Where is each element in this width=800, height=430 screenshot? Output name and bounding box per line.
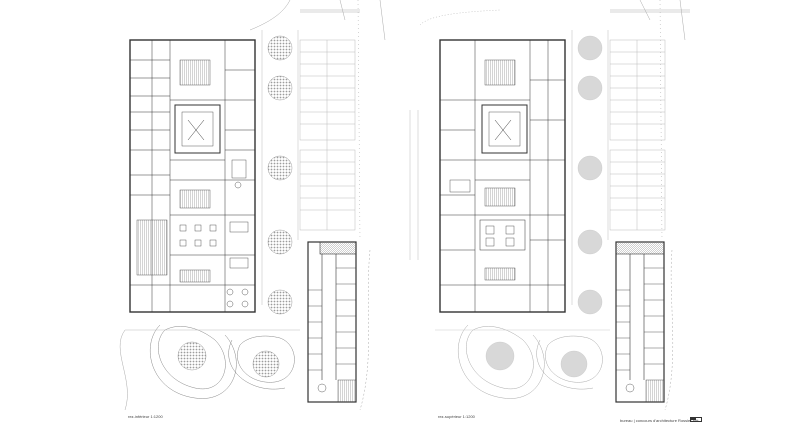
- plan-upper-floor: [409, 0, 690, 411]
- parking-lot: [571, 30, 666, 305]
- parking-lot: [261, 30, 356, 305]
- landscape-paths: [435, 324, 610, 399]
- scale-bar: [690, 417, 702, 422]
- tree-row: [485, 35, 603, 378]
- tree-row: [177, 35, 293, 378]
- main-building: [129, 39, 256, 313]
- plan-lower-floor: [119, 0, 386, 411]
- main-building: [439, 39, 566, 313]
- side-wing: [615, 241, 665, 403]
- plan-caption-upper: rez-supérieur 1:1200: [438, 414, 475, 419]
- site-contours: [119, 0, 386, 411]
- site-contours: [409, 0, 690, 411]
- landscape-paths: [125, 324, 300, 399]
- office-caption: bureau | concours d'architecture Rossier…: [620, 418, 699, 423]
- plan-caption-lower: rez-inférieur 1:1200: [128, 414, 163, 419]
- side-wing: [307, 241, 357, 403]
